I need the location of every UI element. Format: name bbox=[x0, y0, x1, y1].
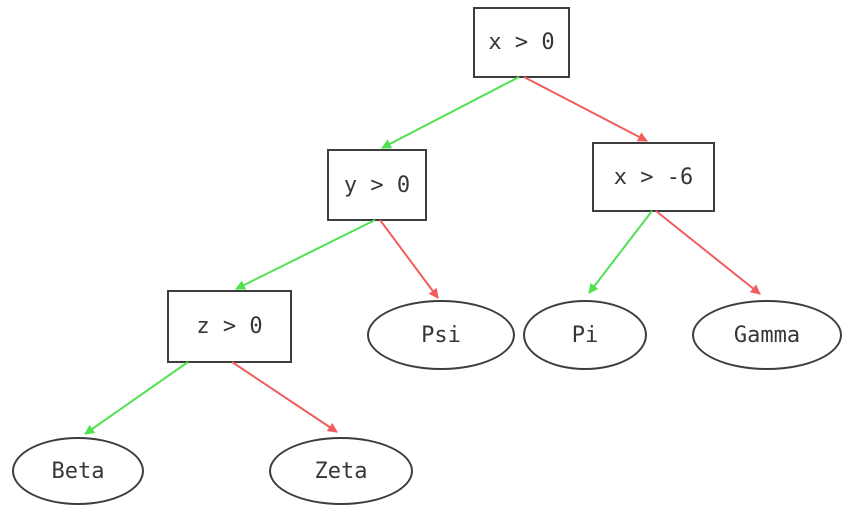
leaf-beta: Beta bbox=[12, 437, 144, 505]
leaf-gamma: Gamma bbox=[692, 300, 842, 370]
edge-root-to-xm6-false bbox=[523, 76, 648, 142]
leaf-pi: Pi bbox=[523, 300, 647, 370]
edge-xm6-to-gamma-false bbox=[655, 210, 761, 295]
edge-z0-to-zeta-false bbox=[231, 361, 338, 433]
node-z-condition: z > 0 bbox=[167, 290, 292, 363]
leaf-psi: Psi bbox=[367, 300, 515, 370]
edge-y0-to-psi-false bbox=[379, 219, 439, 299]
leaf-zeta: Zeta bbox=[269, 437, 413, 505]
node-root-condition: x > 0 bbox=[473, 7, 570, 78]
edge-root-to-y0-true bbox=[381, 76, 520, 149]
edge-y0-to-z0-true bbox=[235, 219, 376, 290]
edge-z0-to-beta-true bbox=[84, 361, 189, 435]
edge-xm6-to-pi-true bbox=[588, 210, 653, 294]
node-x-minus6-condition: x > -6 bbox=[592, 142, 715, 212]
node-y-condition: y > 0 bbox=[327, 149, 427, 221]
